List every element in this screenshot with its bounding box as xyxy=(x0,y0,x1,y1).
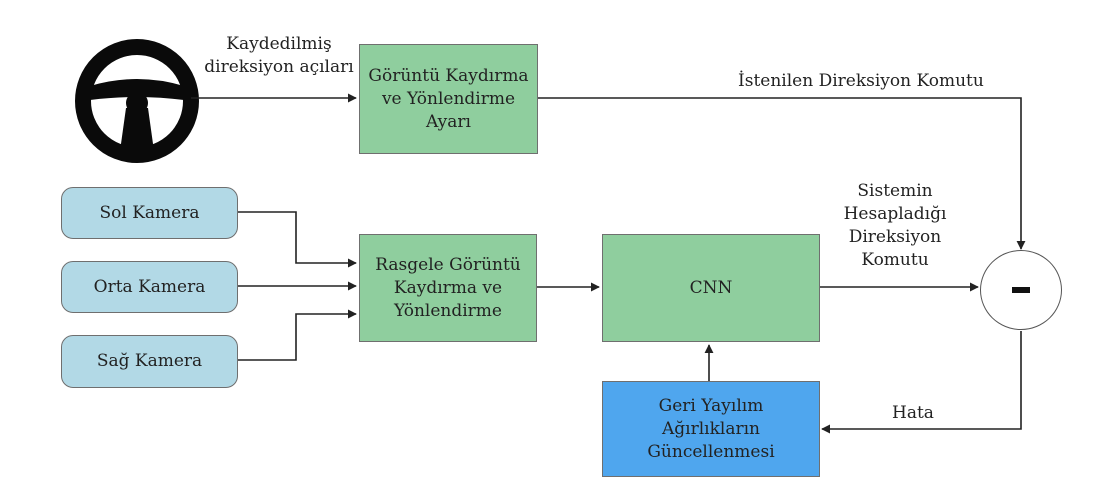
minus-icon xyxy=(1012,287,1030,293)
arrow-right-camera xyxy=(238,309,357,361)
arrow-error-to-backprop xyxy=(821,331,1022,434)
left-camera-box: Sol Kamera xyxy=(61,187,238,239)
recorded-steering-angles-label: Kaydedilmiş direksiyon açıları xyxy=(204,34,354,77)
shift-adjust-box: Görüntü Kaydırma ve Yönlendirme Ayarı xyxy=(359,44,538,154)
right-camera-box: Sağ Kamera xyxy=(61,335,238,388)
subtraction-node xyxy=(980,250,1062,330)
arrow-desired-command-to-minus xyxy=(538,97,1026,250)
desired-steering-command-label: İstenilen Direksiyon Komutu xyxy=(738,71,984,91)
error-label: Hata xyxy=(892,403,934,423)
center-camera-box: Orta Kamera xyxy=(61,261,238,313)
network-computed-command-label: Sistemin Hesapladığı Direksiyon Komutu xyxy=(843,181,947,270)
backprop-box: Geri Yayılım Ağırlıkların Güncellenmesi xyxy=(602,381,820,477)
steering-wheel-icon xyxy=(75,39,199,163)
arrow-left-camera xyxy=(238,211,357,268)
random-shift-box: Rasgele Görüntü Kaydırma ve Yönlendirme xyxy=(359,234,537,342)
cnn-box: CNN xyxy=(602,234,820,342)
